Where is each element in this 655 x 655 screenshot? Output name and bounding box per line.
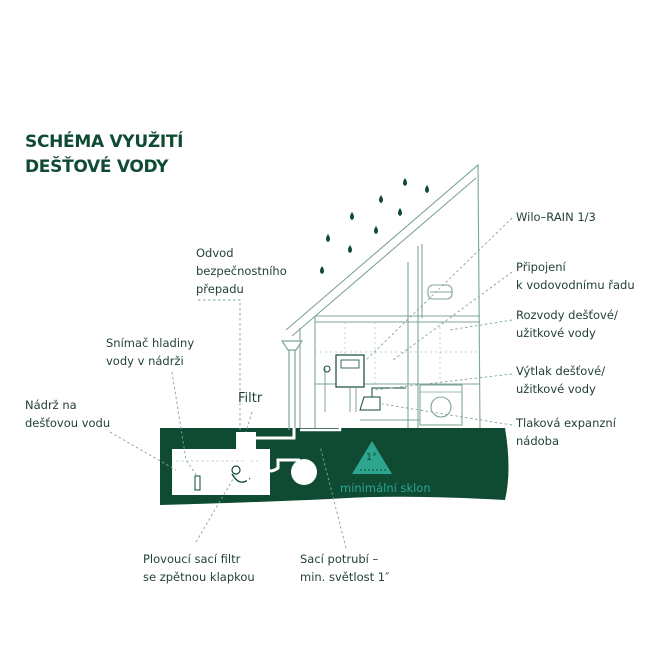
diagram-title: SCHÉMA VYUŽITÍ DEŠŤOVÉ VODY	[25, 130, 184, 180]
washing-machine-door	[430, 396, 452, 418]
slope-triangle	[352, 441, 392, 474]
level-sensor	[194, 475, 201, 491]
label-suction-pipe: Sací potrubí – min. světlost 1″	[300, 552, 390, 584]
leader-rozvody	[449, 319, 513, 331]
label-filter: Filtr	[238, 391, 263, 406]
valve	[323, 365, 331, 373]
washing-machine	[419, 384, 463, 426]
rain-drop	[320, 266, 324, 274]
slope-degree: 1°	[366, 452, 377, 463]
title-line-1: SCHÉMA VYUŽITÍ	[25, 132, 184, 152]
tank	[172, 449, 270, 495]
rain-drop	[326, 234, 330, 242]
leader-odvod	[198, 299, 241, 430]
leader-snimac	[171, 371, 198, 477]
label-overflow-drain: Odvod bezpečnostního přepadu	[196, 246, 287, 296]
label-wilo-rain: Wilo–RAIN 1/3	[516, 210, 596, 224]
supply-pipes	[324, 368, 357, 412]
label-pressure-outlet: Výtlak dešťové/ užitkové vody	[516, 364, 606, 396]
leader-vytlak	[373, 373, 513, 391]
downpipe	[280, 340, 304, 430]
rain-drop	[403, 178, 407, 186]
rain-drop	[425, 185, 429, 193]
rain-drop	[379, 195, 383, 203]
rain-drop	[398, 208, 402, 216]
rain-drop	[348, 245, 352, 253]
rain-drop	[374, 226, 378, 234]
label-tank: Nádrž na dešťovou vodu	[25, 398, 111, 430]
infiltration-ball	[291, 459, 317, 485]
overflow-pipe	[256, 428, 296, 440]
slope-label: minimální sklon	[340, 481, 431, 495]
rain-drops	[320, 178, 429, 274]
label-floating-filter: Plovoucí sací filtr se zpětnou klapkou	[143, 552, 255, 584]
leader-filtr	[245, 411, 253, 433]
label-mains-connection: Připojení k vodovodnímu řadu	[516, 260, 635, 292]
leader-tlakova	[381, 403, 513, 426]
rain-drop	[350, 212, 354, 220]
leader-wilo	[363, 217, 513, 363]
siphon	[260, 455, 300, 473]
pump-outlet	[359, 387, 406, 411]
filter-box	[236, 432, 256, 454]
label-level-sensor: Snímač hladiny vody v nádrži	[106, 336, 195, 368]
house-outline	[285, 163, 481, 429]
pump-display	[340, 359, 360, 369]
label-expansion-vessel: Tlaková expanzní nádoba	[516, 416, 616, 448]
label-distribution: Rozvody dešťové/ užitkové vody	[516, 308, 618, 340]
floating-filter	[231, 465, 241, 475]
leader-plovouci	[195, 473, 237, 543]
title-line-2: DEŠŤOVÉ VODY	[25, 157, 169, 177]
